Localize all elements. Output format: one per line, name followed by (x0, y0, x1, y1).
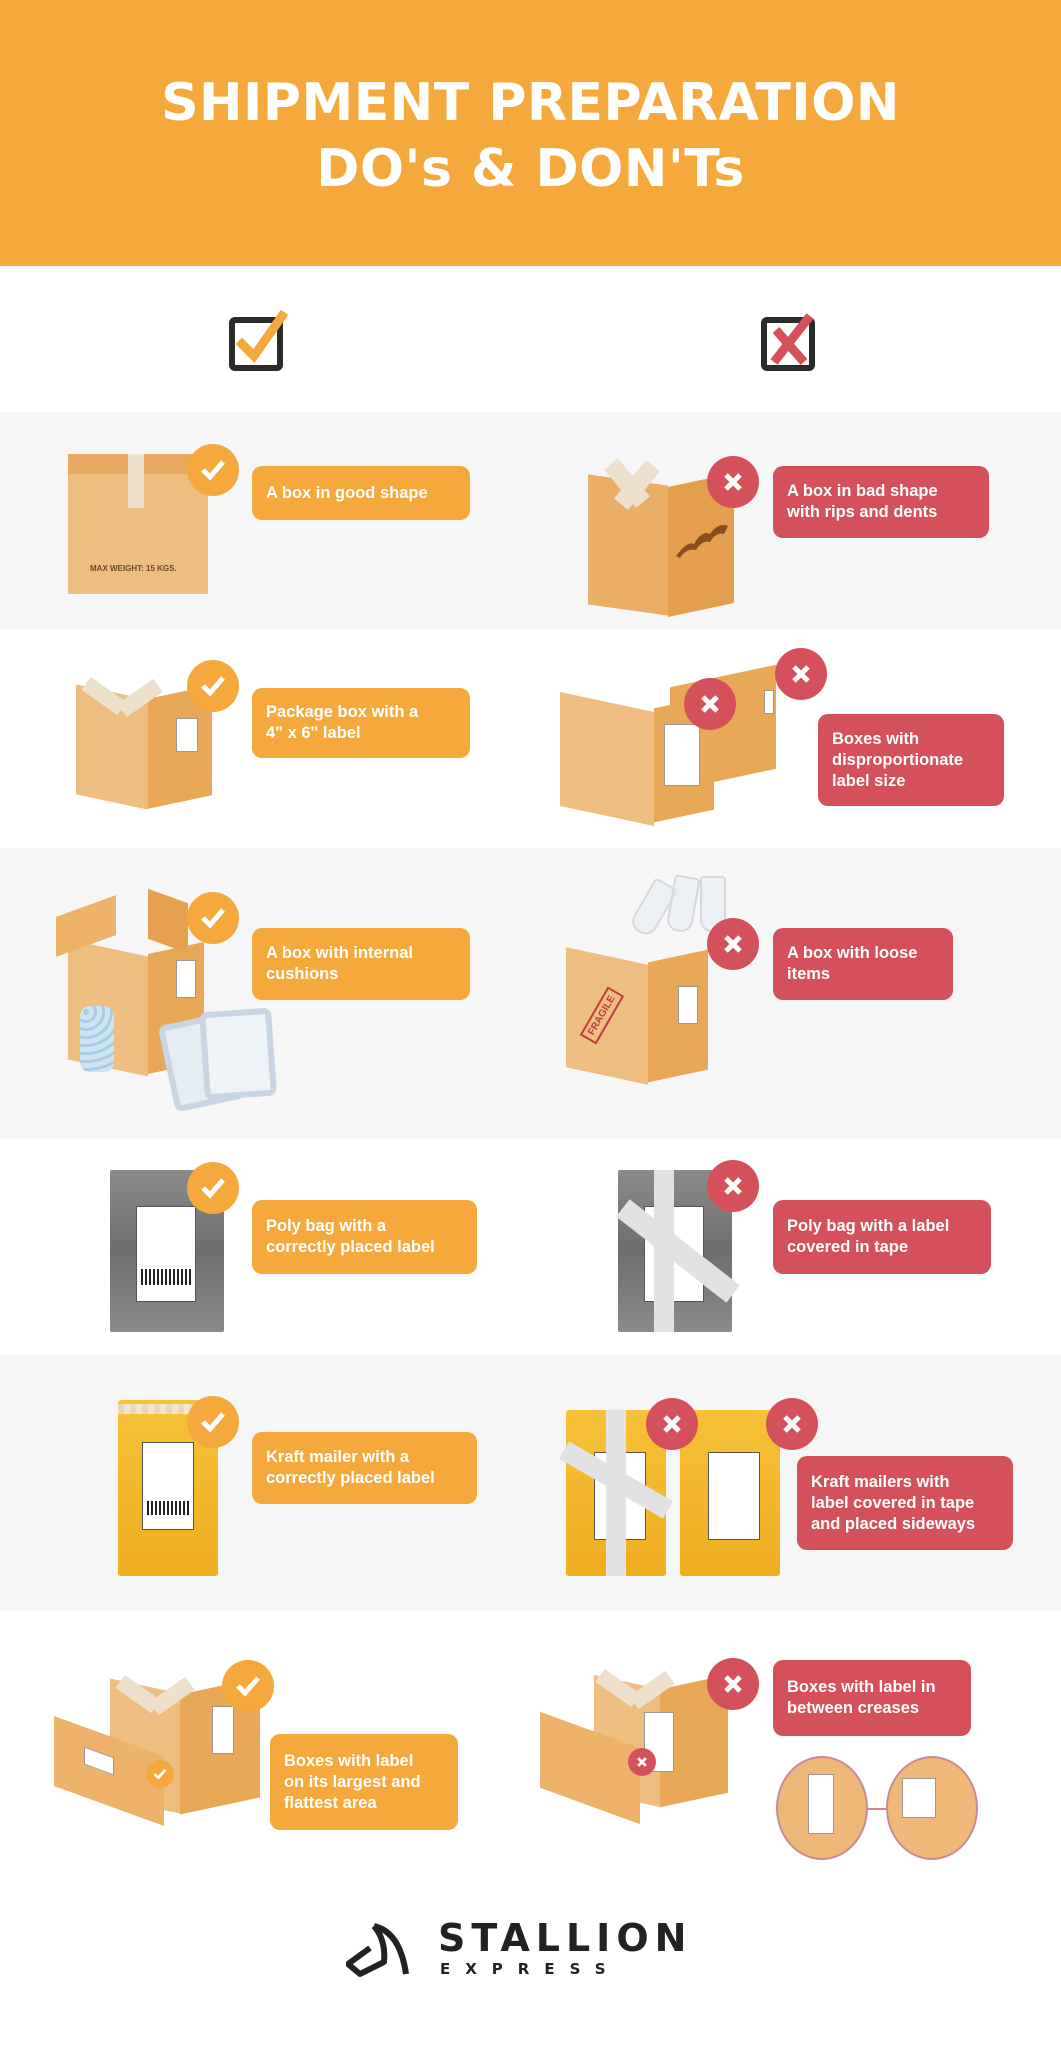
cross-icon (637, 1757, 647, 1767)
row-4: Poly bag with a correctly placed label P… (0, 1138, 1061, 1354)
cross-icon (792, 665, 810, 683)
page-title: SHIPMENT PREPARATION DO's & DON'Ts (161, 70, 900, 202)
cross-icon (701, 695, 719, 713)
cross-badge (684, 678, 736, 730)
check-icon (201, 1178, 225, 1199)
cushion-pad (199, 1007, 277, 1101)
shipping-label (136, 1206, 196, 1302)
cross-badge (775, 648, 827, 700)
shipping-label (176, 718, 198, 752)
dont-caption: Boxes with label in between creases (773, 1660, 971, 1736)
dont-caption: A box in bad shape with rips and dents (773, 466, 989, 538)
title-line-2: DO's & DON'Ts (316, 139, 745, 199)
dont-caption: A box with loose items (773, 928, 953, 1000)
title-line-1: SHIPMENT PREPARATION (161, 73, 900, 133)
check-badge (187, 1396, 239, 1448)
cross-badge (707, 1160, 759, 1212)
connector-line (868, 1808, 886, 1810)
shipping-label (212, 1706, 234, 1754)
box-with-loose-items-illustration: FRAGILE (560, 874, 760, 1096)
poly-bag-illustration (110, 1170, 224, 1334)
cross-badge (707, 456, 759, 508)
barcode (141, 1269, 191, 1285)
box-with-cushions-illustration (50, 888, 282, 1118)
large-shipping-label (664, 724, 700, 786)
check-icon (201, 676, 225, 697)
shipping-label (142, 1442, 194, 1530)
boxes-label-largest-area-illustration (54, 1666, 274, 1827)
check-icon (201, 460, 225, 481)
cross-icon (724, 473, 742, 491)
row-6: Boxes with label on its largest and flat… (0, 1610, 1061, 1860)
small-shipping-label (764, 690, 774, 714)
cross-icon (724, 1675, 742, 1693)
check-badge (187, 1162, 239, 1214)
do-caption: Poly bag with a correctly placed label (252, 1200, 477, 1274)
header-banner: SHIPMENT PREPARATION DO's & DON'Ts (0, 0, 1061, 266)
check-badge (187, 660, 239, 712)
check-badge-small (146, 1760, 174, 1788)
cross-badge (766, 1398, 818, 1450)
barcode (147, 1501, 189, 1515)
check-icon (201, 908, 225, 929)
crease-detail-circle-2 (886, 1756, 978, 1860)
legend-row (0, 266, 1061, 412)
cross-icon (783, 1415, 801, 1433)
do-caption: Boxes with label on its largest and flat… (270, 1734, 458, 1830)
stallion-express-logo: STALLION EXPRESS (346, 1918, 706, 1984)
shipping-label (176, 960, 196, 998)
dont-caption: Boxes with disproportionate label size (818, 714, 1004, 806)
sideways-label-kraft-mailer-illustration (680, 1410, 780, 1580)
check-icon (201, 1412, 225, 1433)
rip-icon (676, 525, 728, 558)
checkbox-crossed-icon (761, 313, 815, 371)
check-icon (153, 1768, 167, 1780)
cross-badge (707, 1658, 759, 1710)
tape-strip (606, 1410, 626, 1576)
box-with-label-illustration (76, 664, 216, 810)
good-box-illustration: MAX WEIGHT: 15 KGS. (68, 454, 208, 594)
cross-icon (724, 1177, 742, 1195)
boxes-disproportionate-label-illustration (560, 652, 808, 826)
check-icon (236, 1676, 260, 1697)
do-caption: Kraft mailer with a correctly placed lab… (252, 1432, 477, 1504)
check-badge (222, 1660, 274, 1712)
max-weight-text: MAX WEIGHT: 15 KGS. (90, 564, 177, 573)
dont-caption: Kraft mailers with label covered in tape… (797, 1456, 1013, 1550)
shipping-label (708, 1452, 760, 1540)
dont-caption: Poly bag with a label covered in tape (773, 1200, 991, 1274)
brand-name: STALLION (438, 1916, 693, 1960)
checkbox-checked-icon (229, 310, 289, 371)
bubble-wrap-roll (80, 1006, 114, 1072)
shipping-label (678, 986, 698, 1024)
do-caption: A box in good shape (252, 466, 470, 520)
crease-detail-circle-1 (776, 1756, 868, 1860)
cross-icon (724, 935, 742, 953)
cross-badge (646, 1398, 698, 1450)
brand-subtitle: EXPRESS (440, 1960, 621, 1978)
stallion-horse-icon (346, 1923, 409, 1977)
cross-icon (663, 1415, 681, 1433)
cross-badge-small (628, 1748, 656, 1776)
row-3: A box with internal cushions FRAGILE A b… (0, 848, 1061, 1138)
do-caption: A box with internal cushions (252, 928, 470, 1000)
taped-kraft-mailer-illustration (559, 1410, 673, 1580)
check-badge (187, 444, 239, 496)
row-5: Kraft mailer with a correctly placed lab… (0, 1354, 1061, 1610)
cross-badge (707, 918, 759, 970)
do-caption: Package box with a 4" x 6" label (252, 688, 470, 758)
row-2: Package box with a 4" x 6" label Boxes w… (0, 630, 1061, 848)
check-badge (187, 892, 239, 944)
damaged-box-illustration (588, 450, 736, 618)
glass-item (665, 874, 701, 934)
row-1: MAX WEIGHT: 15 KGS. A box in good shape … (0, 412, 1061, 630)
